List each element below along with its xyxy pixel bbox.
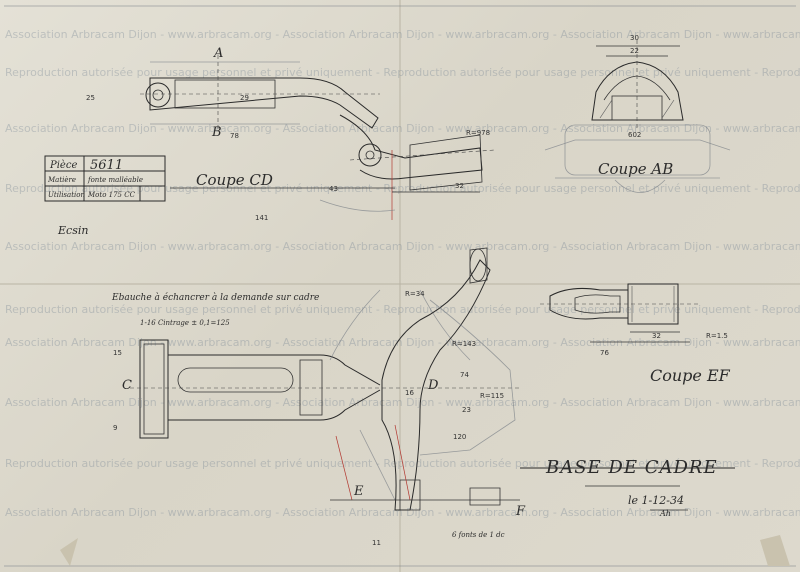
dim-23: 23 <box>462 406 471 414</box>
dim-25: 25 <box>86 94 95 102</box>
piece-number: 5611 <box>90 158 123 173</box>
dim-32-top: 32 <box>455 182 464 190</box>
drawing-date: le 1-12-34 <box>628 494 684 507</box>
section-letter-c: C <box>122 378 132 393</box>
section-title-ab: Coupe AB <box>598 160 673 178</box>
watermark-row: Association Arbracam Dijon - www.arbraca… <box>5 336 800 349</box>
dim-141: 141 <box>255 214 268 222</box>
section-letter-f: F <box>515 504 526 519</box>
dim-29: 29 <box>240 94 249 102</box>
section-ab-view <box>544 40 731 193</box>
watermark-row: Association Arbracam Dijon - www.arbraca… <box>5 28 800 41</box>
dim-78: 78 <box>230 132 239 140</box>
note-ebauche: Ebauche à échancrer à la demande sur cad… <box>111 292 319 303</box>
drawing-title: BASE DE CADRE <box>545 457 718 478</box>
section-title-cd: Coupe CD <box>196 171 273 189</box>
dimensions: 141 78 43 32 30 22 602 32 76 120 74 25 2… <box>86 34 728 547</box>
dim-r34: R=34 <box>405 290 425 298</box>
section-letter-e: E <box>353 484 364 499</box>
dim-22: 22 <box>630 47 639 55</box>
note-tolerance: 1-16 Cintrage ± 0,1=125 <box>140 319 230 327</box>
dim-15: 15 <box>113 349 122 357</box>
title-block: Pièce 5611 Matière fonte malléable Utili… <box>44 155 166 237</box>
utilisation-label: Utilisation <box>48 191 85 199</box>
dim-r978: R=978 <box>466 129 490 137</box>
section-title-ef: Coupe EF <box>650 366 731 385</box>
plan-view-ab <box>140 55 496 220</box>
utilisation-value: Moto 175 CC <box>87 191 136 199</box>
dim-11: 11 <box>372 539 381 547</box>
matiere-value: fonte malléable <box>87 176 143 184</box>
dim-r143: R=143 <box>452 340 476 348</box>
watermark: Association Arbracam Dijon - www.arbraca… <box>5 28 800 519</box>
dim-43: 43 <box>329 185 338 193</box>
watermark-row: Association Arbracam Dijon - www.arbraca… <box>5 122 800 135</box>
section-letter-a: A <box>213 46 223 61</box>
dim-16: 16 <box>405 389 414 397</box>
dim-602: 602 <box>628 131 641 139</box>
note-bottom: 6 fonts de 1 dc <box>452 531 505 539</box>
main-plan-view <box>130 247 520 511</box>
dim-76: 76 <box>600 349 609 357</box>
watermark-row: Reproduction autorisée pour usage person… <box>5 303 800 316</box>
section-letter-d: D <box>427 378 439 393</box>
date-initials: Ah <box>659 509 671 518</box>
piece-label: Pièce <box>49 160 77 171</box>
watermark-row: Association Arbracam Dijon - www.arbraca… <box>5 506 800 519</box>
section-ef-view <box>540 283 700 343</box>
watermark-row: Association Arbracam Dijon - www.arbraca… <box>5 396 800 409</box>
dim-r15: R=1.5 <box>706 332 728 340</box>
dim-r115: R=115 <box>480 392 504 400</box>
sheet-border <box>4 5 796 567</box>
matiere-label: Matière <box>47 176 76 184</box>
torn-corner <box>60 538 78 566</box>
dim-9: 9 <box>113 424 117 432</box>
watermark-row: Reproduction autorisée pour usage person… <box>5 66 800 79</box>
dim-120: 120 <box>453 433 466 441</box>
dim-30: 30 <box>630 34 639 42</box>
watermark-row: Reproduction autorisée pour usage person… <box>5 182 800 195</box>
torn-corner <box>760 535 790 566</box>
signature: Ecsin <box>57 224 88 237</box>
watermark-row: Association Arbracam Dijon - www.arbraca… <box>5 240 800 253</box>
section-letter-b: B <box>211 125 222 140</box>
dim-32-ef: 32 <box>652 332 661 340</box>
dim-74: 74 <box>460 371 469 379</box>
